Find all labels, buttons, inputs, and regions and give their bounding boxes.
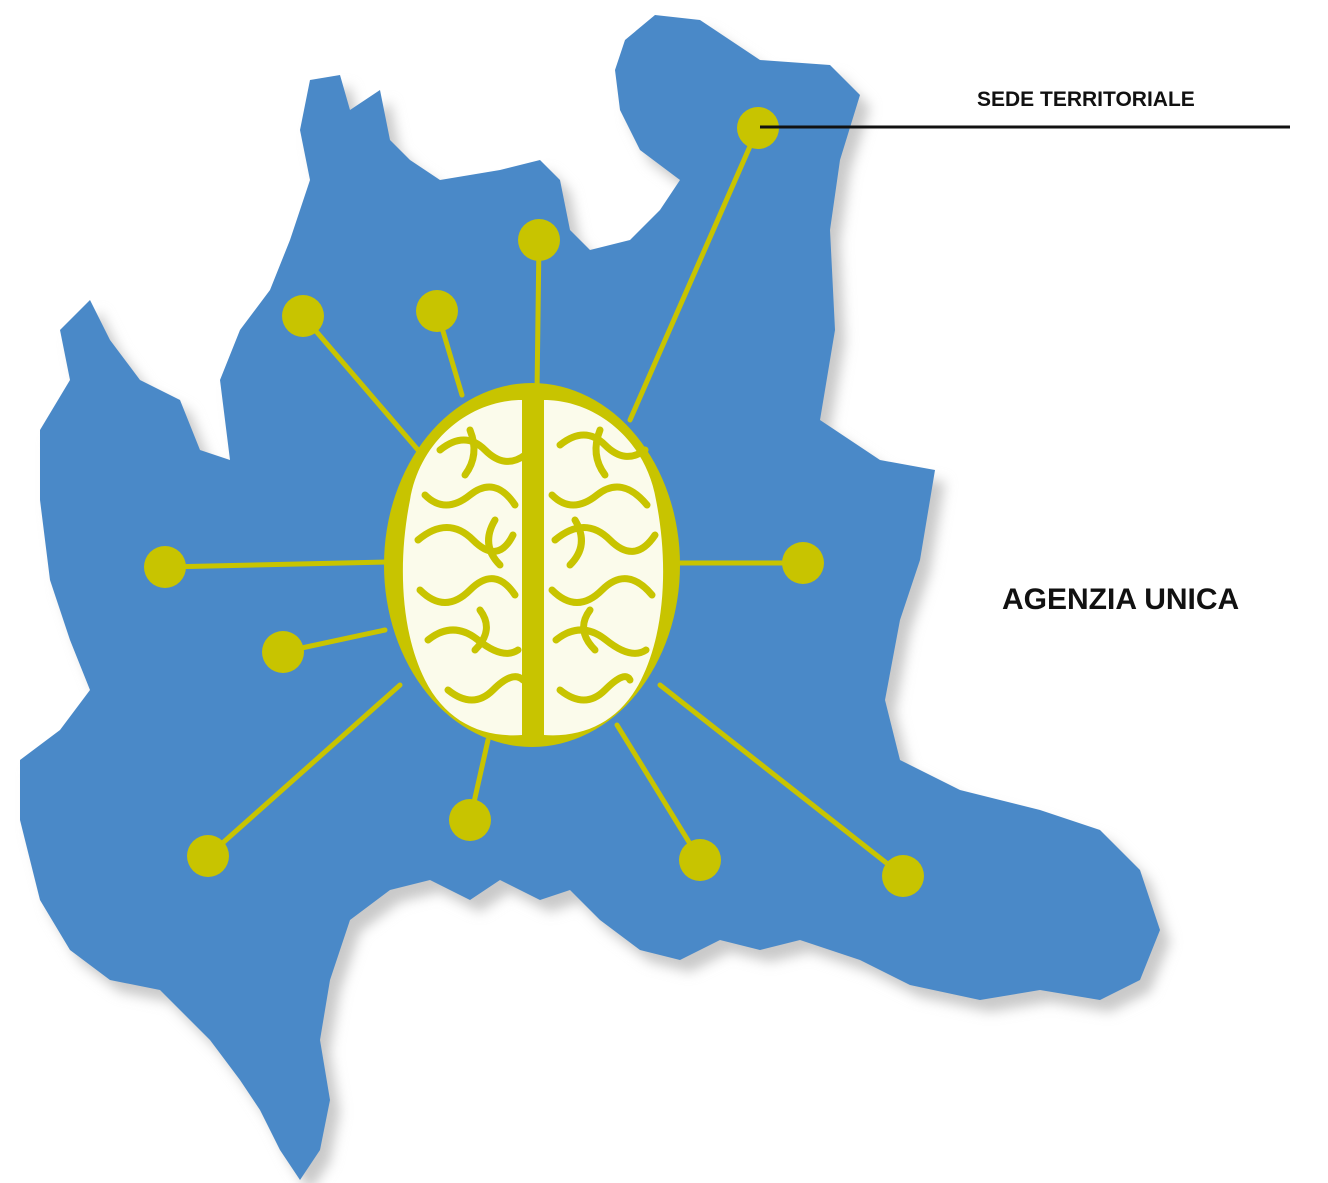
agenzia-unica-label: AGENZIA UNICA (1002, 583, 1240, 616)
territorial-node[interactable] (262, 631, 304, 673)
territorial-node[interactable] (187, 835, 229, 877)
territorial-node[interactable] (449, 799, 491, 841)
sede-territoriale-label: SEDE TERRITORIALE (977, 88, 1195, 111)
connector-line (162, 559, 391, 570)
connector-line (534, 237, 542, 395)
territorial-node[interactable] (144, 546, 186, 588)
connector-line (205, 682, 403, 859)
connector-line (300, 313, 421, 453)
territorial-node[interactable] (782, 542, 824, 584)
territorial-node[interactable] (416, 290, 458, 332)
connector-line (614, 722, 703, 863)
brain-folds (414, 426, 659, 704)
connector-line (657, 682, 906, 879)
territorial-node[interactable] (882, 855, 924, 897)
territorial-node[interactable] (737, 107, 779, 149)
brain-icon[interactable] (384, 383, 680, 747)
territorial-node[interactable] (679, 839, 721, 881)
territorial-node[interactable] (282, 295, 324, 337)
territorial-nodes (144, 107, 924, 897)
connector-line (627, 125, 761, 423)
territorial-node[interactable] (518, 219, 560, 261)
